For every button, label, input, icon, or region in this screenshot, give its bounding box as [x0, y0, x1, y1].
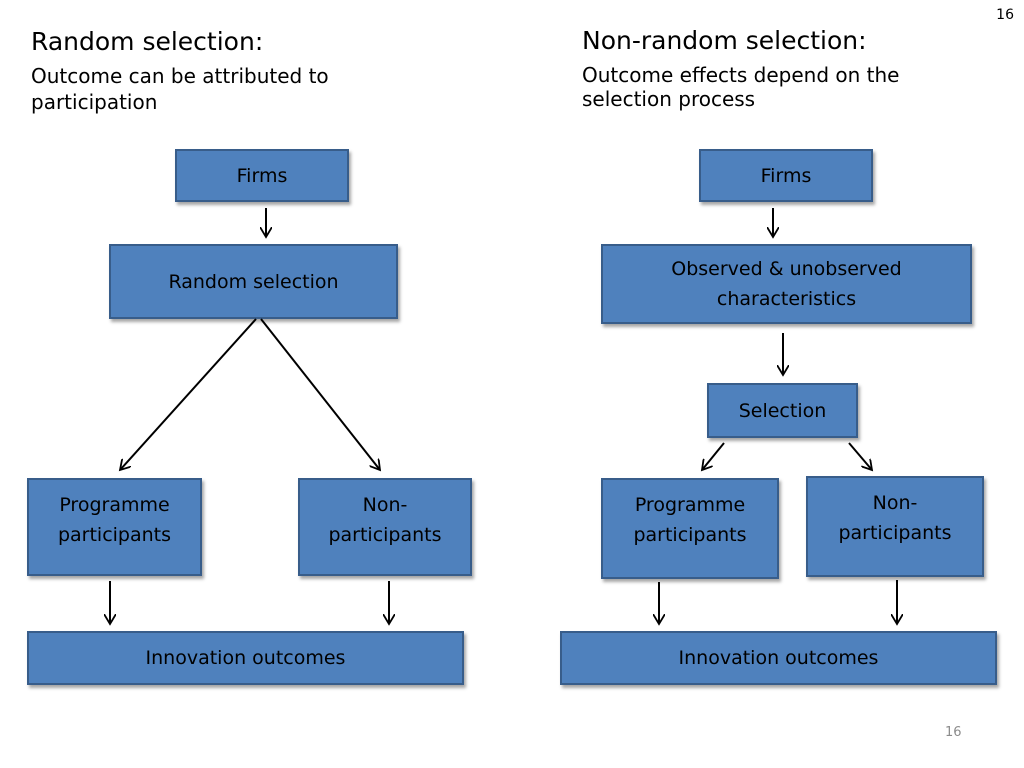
right-outcomes-label: Innovation outcomes: [678, 647, 879, 669]
left-heading: Random selection:: [31, 27, 264, 56]
right-non-participants-box: Non-participants: [806, 476, 984, 577]
left-subheading: Outcome can be attributed to participati…: [31, 64, 329, 114]
left-participants-box: Programme participants: [27, 478, 202, 576]
right-participants-label: Programme participants: [633, 494, 747, 546]
right-selection-label: Selection: [738, 399, 827, 422]
right-non-participants-label: Non-participants: [838, 492, 952, 544]
right-participants-box: Programme participants: [601, 478, 779, 579]
left-outcomes-label: Innovation outcomes: [145, 647, 346, 669]
left-outcomes-box: Innovation outcomes: [27, 631, 464, 685]
right-characteristics-box: Observed & unobserved characteristics: [601, 244, 972, 324]
left-firms-box: Firms: [175, 149, 349, 202]
right-subheading: Outcome effects depend on the selection …: [582, 63, 900, 111]
right-firms-label: Firms: [760, 164, 812, 187]
right-arrow-selection-to-participants: [702, 442, 725, 470]
left-arrow-selection-to-non-participants: [260, 318, 380, 470]
left-random-selection-label: Random selection: [168, 270, 339, 293]
left-non-participants-label: Non-participants: [328, 494, 442, 546]
right-selection-box: Selection: [707, 383, 858, 438]
right-characteristics-label: Observed & unobserved characteristics: [671, 258, 902, 310]
left-participants-label: Programme participants: [57, 494, 172, 546]
right-arrow-selection-to-non-participants: [848, 442, 872, 470]
slide-number-top: 16: [996, 7, 1014, 23]
right-outcomes-box: Innovation outcomes: [560, 631, 997, 685]
slide-number-bottom: 16: [945, 725, 962, 740]
right-heading: Non-random selection:: [582, 26, 867, 55]
left-firms-label: Firms: [236, 164, 288, 187]
left-non-participants-box: Non-participants: [298, 478, 472, 576]
left-random-selection-box: Random selection: [109, 244, 398, 319]
left-arrow-selection-to-participants: [120, 318, 257, 470]
right-firms-box: Firms: [699, 149, 873, 202]
